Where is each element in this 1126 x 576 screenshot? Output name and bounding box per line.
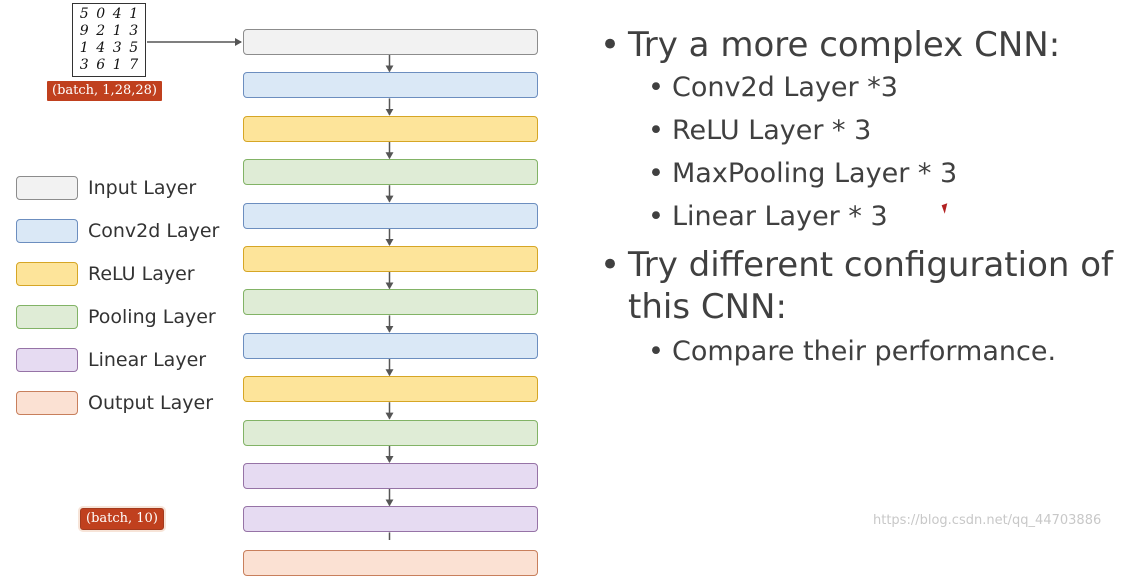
- layer-box-linear: [243, 506, 538, 533]
- digit: 5: [79, 6, 89, 22]
- bullet-sub-text: Conv2d Layer *3: [672, 72, 898, 103]
- bullet-sub-text: MaxPooling Layer * 3: [672, 158, 958, 189]
- digit: 2: [96, 23, 106, 39]
- digit: 1: [129, 6, 139, 22]
- legend-swatch-input: [16, 176, 78, 200]
- legend-label-output: Output Layer: [88, 392, 214, 414]
- layer-box-input: [243, 29, 538, 55]
- output-shape-label: (batch, 10): [80, 508, 164, 530]
- bullet-dot: •: [600, 245, 621, 285]
- bullet-list: • Try a more complex CNN: • Conv2d Layer…: [600, 24, 1120, 373]
- bullet-main-1: • Try a more complex CNN:: [600, 24, 1120, 66]
- input-shape-label: (batch, 1,28,28): [47, 81, 162, 101]
- legend-swatch-pool: [16, 305, 78, 329]
- digit: 4: [112, 6, 122, 22]
- bullet-sub-text: Linear Layer * 3: [672, 201, 888, 232]
- watermark: https://blog.csdn.net/qq_44703886: [873, 513, 1102, 528]
- bullet-sub: • MaxPooling Layer * 3: [600, 152, 1120, 195]
- digit: 1: [79, 40, 89, 56]
- bullet-sub: • Linear Layer * 3: [600, 195, 1120, 238]
- network-arrows: [147, 38, 394, 540]
- bullet-sub: • ReLU Layer * 3: [600, 109, 1120, 152]
- legend-swatch-linear: [16, 348, 78, 372]
- layer-box-output: [243, 549, 538, 576]
- layer-box-pool: [243, 159, 538, 186]
- bullet-dot: •: [648, 201, 664, 232]
- digit: 3: [79, 57, 89, 73]
- digit: 0: [96, 6, 106, 22]
- legend-label-input: Input Layer: [88, 177, 197, 199]
- bullet-main-2: • Try different configuration of this CN…: [600, 244, 1120, 328]
- bullet-sub: • Compare their performance.: [600, 330, 1120, 373]
- legend-label-pool: Pooling Layer: [88, 306, 216, 328]
- bullet-dot: •: [648, 115, 664, 146]
- digit: 1: [112, 57, 122, 73]
- legend-swatch-relu: [16, 262, 78, 286]
- digit: 7: [129, 57, 139, 73]
- layer-box-conv: [243, 72, 538, 99]
- digit: 3: [129, 23, 139, 39]
- digit: 6: [96, 57, 106, 73]
- layer-box-conv: [243, 202, 538, 229]
- layer-box-relu: [243, 115, 538, 142]
- layer-box-conv: [243, 332, 538, 359]
- bullet-dot: •: [600, 25, 621, 65]
- bullet-main-2-text: Try different configuration of this CNN:: [628, 245, 1113, 327]
- legend-swatch-output: [16, 391, 78, 415]
- legend-label-conv: Conv2d Layer: [88, 220, 220, 242]
- bullet-sub-text: ReLU Layer * 3: [672, 115, 872, 146]
- bullet-dot: •: [648, 336, 664, 367]
- legend-swatch-conv: [16, 219, 78, 243]
- bullet-sub: • Conv2d Layer *3: [600, 66, 1120, 109]
- legend-label-linear: Linear Layer: [88, 349, 207, 371]
- legend-label-relu: ReLU Layer: [88, 263, 195, 285]
- digit: 3: [112, 40, 122, 56]
- digit: 9: [79, 23, 89, 39]
- digit: 4: [96, 40, 106, 56]
- digit: 5: [129, 40, 139, 56]
- bullet-dot: •: [648, 158, 664, 189]
- bullet-sub-text: Compare their performance.: [672, 336, 1057, 367]
- layer-box-pool: [243, 419, 538, 446]
- digit: 1: [112, 23, 122, 39]
- bullet-main-1-text: Try a more complex CNN:: [628, 25, 1061, 65]
- layer-box-relu: [243, 246, 538, 272]
- layer-box-relu: [243, 376, 538, 403]
- layer-box-linear: [243, 463, 538, 489]
- layer-box-pool: [243, 289, 538, 316]
- bullet-dot: •: [648, 72, 664, 103]
